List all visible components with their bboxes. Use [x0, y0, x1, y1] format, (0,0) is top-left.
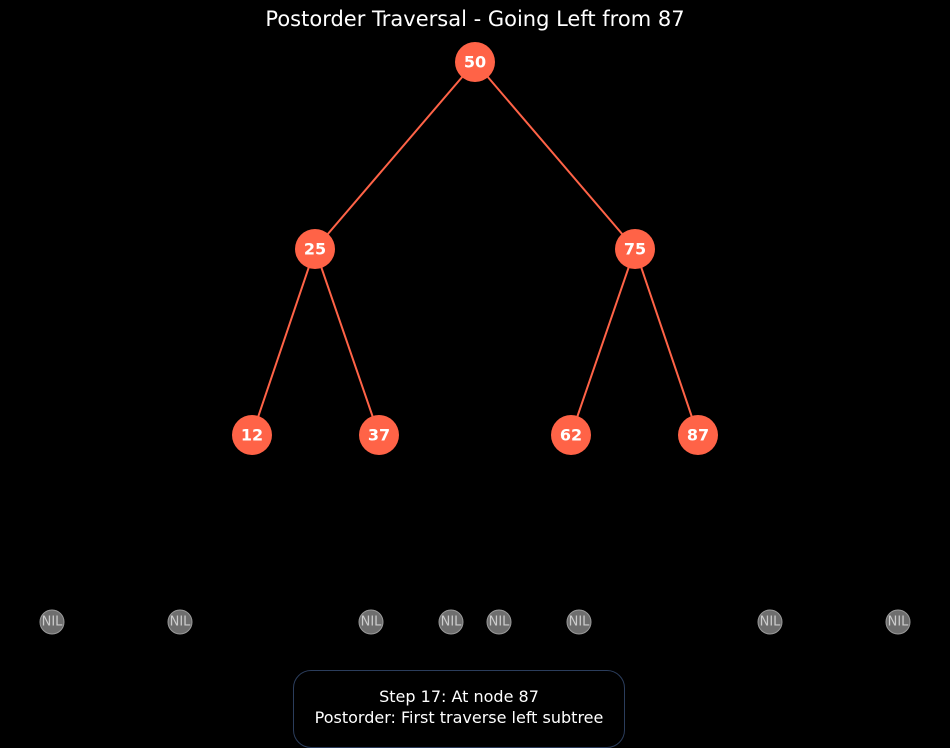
nil-node-label: NIL — [569, 615, 591, 630]
edges-layer — [251, 61, 699, 436]
nil-node-label: NIL — [888, 615, 910, 630]
tree-node-37: 37 — [359, 415, 399, 455]
tree-node-circle — [359, 415, 399, 455]
nil-node: NIL — [438, 609, 464, 635]
tree-node-12: 12 — [232, 415, 272, 455]
edge-n25-n12 — [251, 248, 316, 436]
nil-node: NIL — [358, 609, 384, 635]
tree-node-87: 87 — [678, 415, 718, 455]
nil-node: NIL — [167, 609, 193, 635]
nil-node-circle — [757, 609, 783, 635]
nil-node: NIL — [885, 609, 911, 635]
nil-node: NIL — [757, 609, 783, 635]
tree-node-label: 37 — [368, 426, 390, 445]
nil-node-label: NIL — [361, 615, 383, 630]
tree-node-circle — [232, 415, 272, 455]
nil-nodes-layer: NIL NIL NIL NIL NIL NIL NIL NIL — [39, 609, 911, 635]
nil-node-circle — [566, 609, 592, 635]
status-box: Step 17: At node 87 Postorder: First tra… — [293, 670, 625, 748]
tree-node-circle — [295, 229, 335, 269]
nil-node: NIL — [486, 609, 512, 635]
nil-node-circle — [438, 609, 464, 635]
tree-node-label: 25 — [304, 240, 326, 259]
tree-node-25: 25 — [295, 229, 335, 269]
edge-n50-n75 — [474, 61, 636, 250]
nil-node-label: NIL — [441, 615, 463, 630]
nil-node-circle — [885, 609, 911, 635]
tree-node-62: 62 — [551, 415, 591, 455]
tree-node-75: 75 — [615, 229, 655, 269]
tree-node-circle — [615, 229, 655, 269]
nil-node-circle — [167, 609, 193, 635]
nil-node-circle — [39, 609, 65, 635]
nil-node-circle — [486, 609, 512, 635]
nil-node-circle — [358, 609, 384, 635]
tree-node-label: 75 — [624, 240, 646, 259]
nil-node-label: NIL — [760, 615, 782, 630]
status-step-text: Step 17: At node 87 — [379, 687, 539, 706]
diagram-title: Postorder Traversal - Going Left from 87 — [265, 7, 685, 31]
tree-node-label: 12 — [241, 426, 263, 445]
status-description-text: Postorder: First traverse left subtree — [314, 708, 604, 727]
edge-n75-n62 — [570, 248, 636, 436]
tree-node-circle — [455, 42, 495, 82]
edge-n25-n37 — [314, 248, 380, 436]
tree-node-label: 62 — [560, 426, 582, 445]
tree-node-label: 50 — [464, 53, 486, 72]
edge-n75-n87 — [634, 248, 699, 436]
nodes-layer: 50 25 75 12 37 62 87 — [232, 42, 718, 455]
nil-node-label: NIL — [489, 615, 511, 630]
tree-node-circle — [678, 415, 718, 455]
nil-node: NIL — [566, 609, 592, 635]
nil-node-label: NIL — [170, 615, 192, 630]
nil-node: NIL — [39, 609, 65, 635]
tree-node-50: 50 — [455, 42, 495, 82]
tree-node-label: 87 — [687, 426, 709, 445]
tree-node-circle — [551, 415, 591, 455]
nil-node-label: NIL — [42, 615, 64, 630]
edge-n50-n25 — [314, 61, 476, 250]
